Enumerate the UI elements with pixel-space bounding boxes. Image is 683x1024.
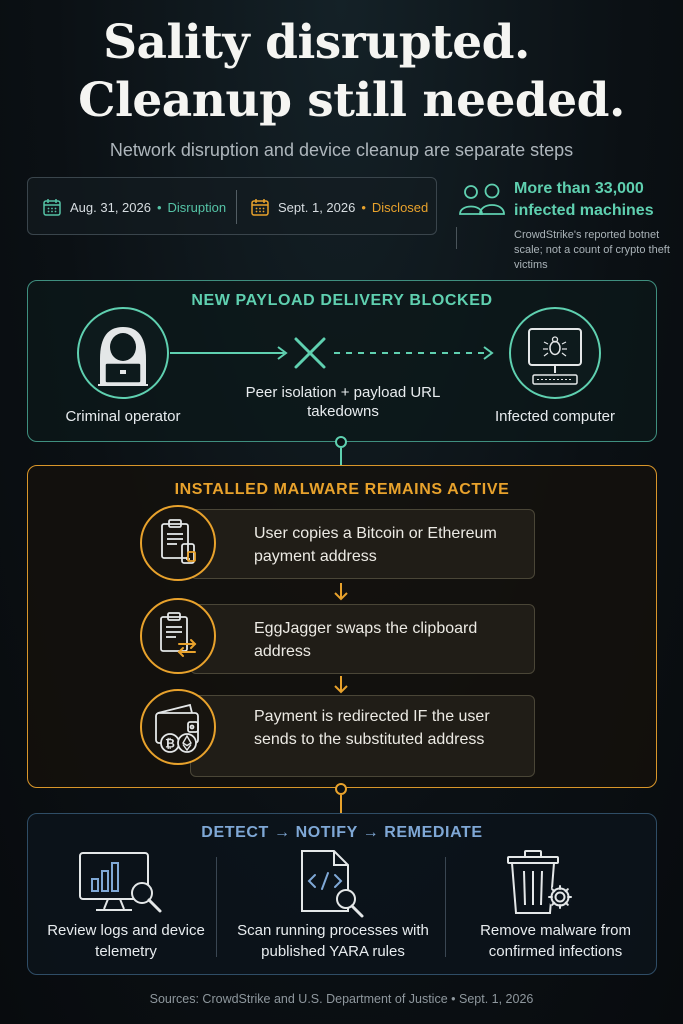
connector-node	[335, 436, 347, 448]
bullet-separator: •	[156, 199, 162, 215]
operator-label: Criminal operator	[65, 408, 181, 425]
scan-processes-label: Scan running processes with published YA…	[237, 922, 429, 960]
column-divider	[216, 857, 217, 957]
subtitle: Network disruption and device cleanup ar…	[109, 140, 574, 160]
title-line-2: Cleanup still needed.	[78, 73, 625, 128]
trash-gear-icon	[507, 850, 572, 914]
arrow-down-icon	[334, 583, 348, 601]
step-text: Payment is redirected IF the user sends …	[254, 708, 490, 748]
svg-text:₿: ₿	[165, 737, 175, 751]
source-footer: Sources: CrowdStrike and U.S. Department…	[149, 992, 534, 1006]
stat-divider	[456, 227, 457, 249]
bullet-separator: •	[361, 199, 366, 215]
date-label: Disclosed	[371, 199, 429, 215]
date-timeline-box: Aug. 31, 2026 • Disruption Sept. 1, 2026…	[27, 177, 437, 235]
date-label: Disruption	[167, 199, 227, 215]
code-file-search-icon	[301, 850, 364, 918]
users-icon	[459, 183, 505, 215]
step-icon-circle: ₿	[140, 689, 216, 765]
infected-count-note: CrowdStrike's reported botnet scale; not…	[514, 229, 670, 271]
monitor-chart-search-icon	[79, 852, 162, 913]
column-divider	[445, 857, 446, 957]
infected-computer-icon	[509, 307, 601, 399]
arrow-right-icon	[170, 346, 288, 360]
remove-malware-label: Remove malware from confirmed infections	[480, 922, 631, 960]
arrow-down-icon	[334, 676, 348, 694]
malware-step-redirect: Payment is redirected IF the user sends …	[190, 695, 535, 777]
review-logs-label: Review logs and device telemetry	[47, 922, 205, 960]
step-icon-circle	[140, 598, 216, 674]
date-divider	[236, 190, 237, 224]
blocked-x-icon	[294, 337, 326, 369]
remediation-panel: DETECT → NOTIFY → REMEDIATE	[27, 813, 657, 975]
payload-delivery-panel: NEW PAYLOAD DELIVERY BLOCKED	[27, 280, 657, 442]
date-item-disclosed: Sept. 1, 2026 • Disclosed	[250, 197, 428, 217]
delivery-flow-diagram	[77, 307, 601, 399]
clipboard-swap-icon	[160, 612, 197, 657]
step-text: User copies a Bitcoin or Ethereum paymen…	[254, 525, 497, 565]
panel-heading: INSTALLED MALWARE REMAINS ACTIVE	[174, 481, 510, 498]
crypto-wallet-icon: ₿	[155, 703, 199, 753]
connector-line	[340, 795, 342, 813]
step-icon-circle	[140, 505, 216, 581]
infected-computer-label: Infected computer	[494, 408, 616, 425]
dashed-arrow-right-icon	[334, 346, 494, 360]
date-value: Aug. 31, 2026	[70, 199, 151, 215]
calendar-icon	[43, 199, 61, 216]
malware-step-swap: EggJagger swaps the clipboard address	[190, 604, 535, 674]
date-value: Sept. 1, 2026	[278, 199, 356, 215]
hacker-icon	[77, 307, 169, 399]
calendar-icon	[251, 199, 269, 216]
infected-count-headline: More than 33,000 infected machines	[514, 180, 654, 219]
date-item-disruption: Aug. 31, 2026 • Disruption	[42, 197, 226, 217]
malware-step-copy: User copies a Bitcoin or Ethereum paymen…	[190, 509, 535, 579]
step-text: EggJagger swaps the clipboard address	[254, 620, 478, 660]
page-title: Sality disrupted. Cleanup still needed.	[0, 14, 683, 130]
title-line-1: Sality disrupted.	[103, 15, 530, 70]
panel-heading: DETECT → NOTIFY → REMEDIATE	[201, 824, 483, 841]
panel-heading: NEW PAYLOAD DELIVERY BLOCKED	[191, 292, 493, 309]
connector-node	[335, 783, 347, 795]
clipboard-devices-icon	[161, 519, 196, 564]
takedown-label: Peer isolation + payload URL takedowns	[245, 384, 441, 420]
connector-line	[340, 448, 342, 466]
